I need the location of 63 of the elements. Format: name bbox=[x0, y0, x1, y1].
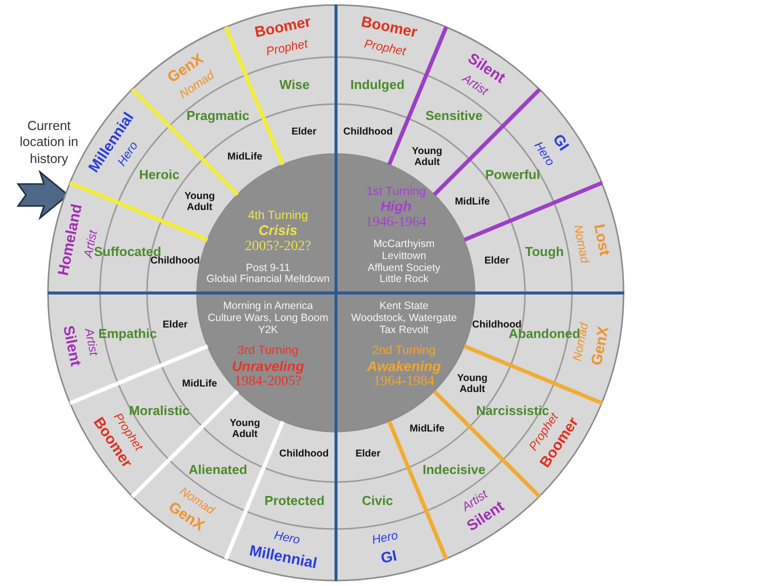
event-label: Y2K bbox=[258, 324, 278, 336]
life-stage-label: Young Adult bbox=[412, 146, 442, 168]
life-stage-label: Elder bbox=[355, 448, 380, 460]
event-label: Affluent Society bbox=[368, 262, 440, 274]
archetype-label: Hero bbox=[370, 529, 399, 548]
year-range: 1964-1984 bbox=[374, 374, 434, 392]
trait-label: Powerful bbox=[485, 168, 540, 182]
turning-name: Unraveling bbox=[232, 358, 304, 374]
turning-number: 3rd Turning bbox=[238, 343, 298, 358]
trait-label: Moralistic bbox=[128, 404, 190, 418]
life-stage-label: MidLife bbox=[410, 424, 445, 435]
turning-number: 1st Turning bbox=[366, 184, 426, 198]
trait-label: Indecisive bbox=[422, 462, 486, 477]
archetype-label: Nomad bbox=[570, 224, 592, 264]
life-stage-label: Childhood bbox=[343, 126, 393, 138]
trait-label: Protected bbox=[264, 494, 325, 509]
year-range: 1984-2005? bbox=[234, 374, 302, 392]
life-stage-label: Elder bbox=[484, 255, 510, 266]
trait-label: Heroic bbox=[139, 168, 180, 182]
event-label: Woodstock, Watergate bbox=[351, 312, 457, 324]
life-stage-label: Young Adult bbox=[457, 373, 488, 396]
life-stage-label: Elder bbox=[291, 126, 316, 138]
trait-label: Pragmatic bbox=[186, 109, 250, 124]
life-stage-label: Young Adult bbox=[184, 190, 215, 213]
generation-name: Lost bbox=[590, 223, 612, 258]
trait-label: Indulged bbox=[350, 77, 405, 92]
turning-name: High bbox=[380, 198, 412, 216]
event-label: Culture Wars, Long Boom bbox=[208, 312, 328, 324]
trait-label: Civic bbox=[362, 494, 393, 509]
trait-label: Wise bbox=[279, 77, 310, 92]
turning-name: Awakening bbox=[367, 358, 441, 374]
generation-name: GI bbox=[379, 548, 398, 568]
life-stage-label: MidLife bbox=[454, 196, 490, 208]
trait-label: Tough bbox=[525, 244, 564, 259]
archetype-label: Prophet bbox=[362, 37, 407, 58]
event-label: Levittown bbox=[382, 250, 426, 262]
event-label: Post 9-11 bbox=[246, 262, 290, 274]
turning-name: Crisis bbox=[258, 222, 298, 239]
generation-name: Homeland bbox=[56, 203, 86, 278]
life-stage-label: Childhood bbox=[279, 448, 329, 460]
trait-label: Sensitive bbox=[426, 109, 483, 124]
trait-label: Empathic bbox=[98, 327, 157, 342]
event-label: McCarthyism bbox=[373, 239, 435, 251]
life-stage-label: Childhood bbox=[150, 255, 200, 266]
trait-label: Alienated bbox=[188, 462, 248, 477]
generation-name: GenX bbox=[588, 324, 613, 366]
event-label: Global Financial Meltdown bbox=[206, 274, 330, 286]
turning-number: 2nd Turning bbox=[372, 343, 436, 358]
archetype-label: Artist bbox=[82, 327, 100, 356]
life-stage-label: Elder bbox=[162, 319, 188, 330]
life-stage-label: Young Adult bbox=[230, 418, 260, 440]
life-stage-label: MidLife bbox=[227, 151, 262, 162]
life-stage-label: MidLife bbox=[182, 378, 218, 390]
generation-name: Silent bbox=[59, 324, 84, 368]
turning-number: 4th Turning bbox=[248, 208, 308, 222]
generation-name: GI bbox=[550, 132, 572, 154]
event-label: Tax Revolt bbox=[379, 324, 429, 336]
event-label: Kent State bbox=[379, 301, 429, 313]
event-label: Morning in America bbox=[223, 301, 313, 313]
annotation-text: Current location in history bbox=[18, 118, 80, 167]
year-range: 2005?-202? bbox=[244, 238, 312, 256]
event-label: Little Rock bbox=[379, 274, 429, 286]
year-range: 1946-1964 bbox=[366, 215, 426, 232]
